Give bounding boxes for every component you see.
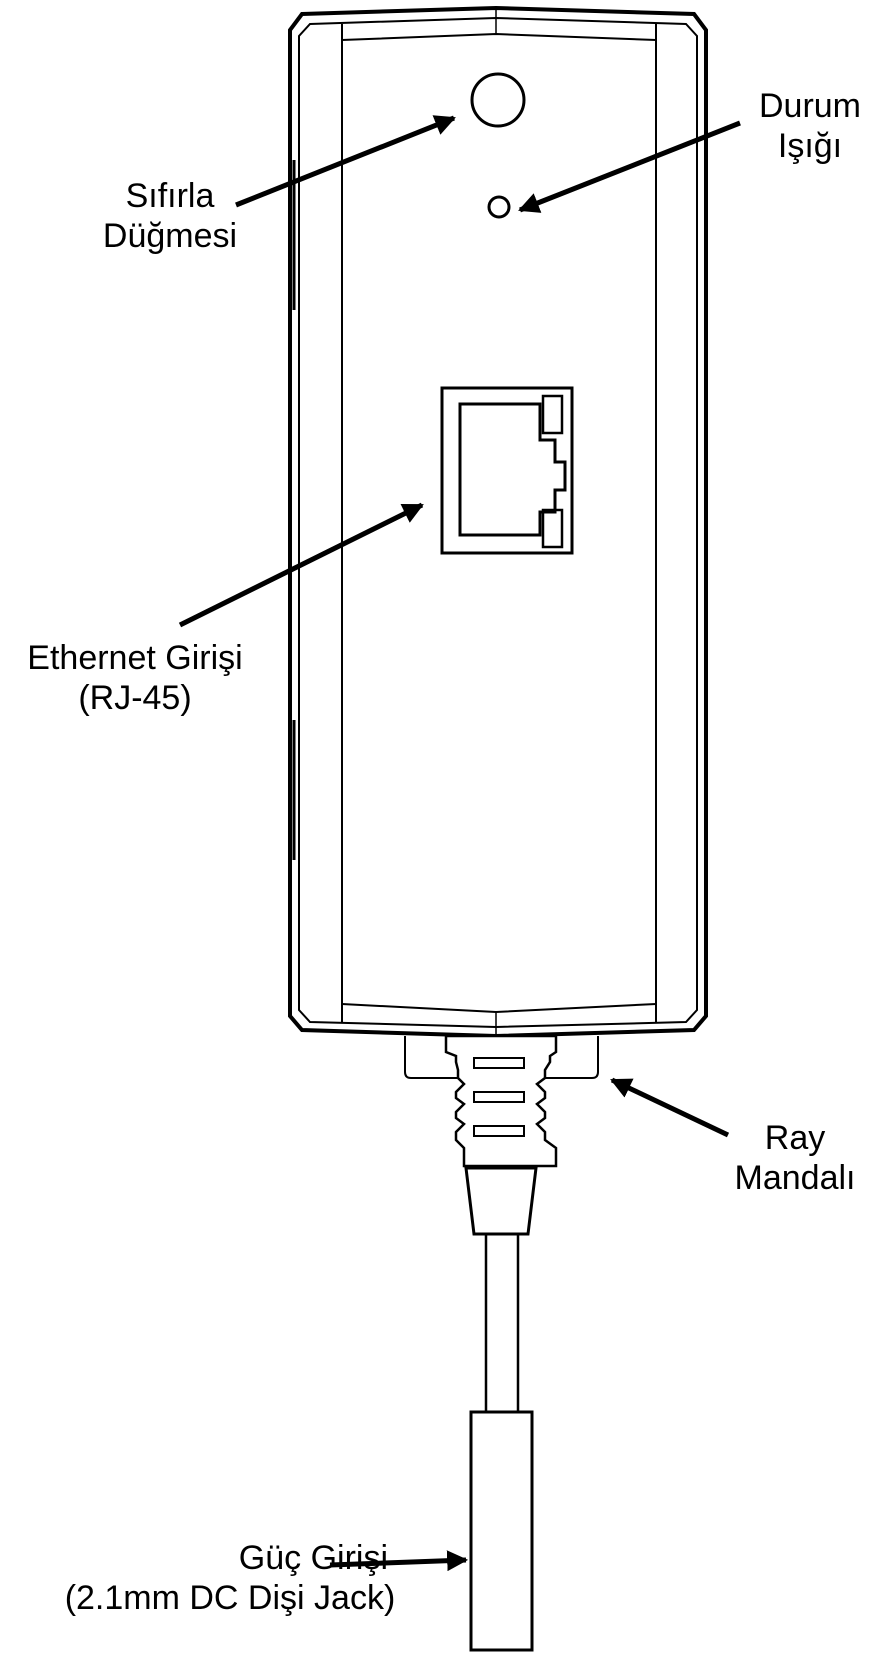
power-input-label-line1: Güç Girişi xyxy=(238,1539,388,1577)
status-light-label-line2: Işığı xyxy=(777,127,843,165)
latch-arrow xyxy=(610,1077,730,1138)
dc-power-jack xyxy=(469,1410,534,1652)
power-arrow xyxy=(329,1550,469,1572)
ethernet-input-label-line2: (RJ-45) xyxy=(78,679,192,717)
status-arrow xyxy=(518,120,741,213)
device-body xyxy=(288,5,708,1039)
cable xyxy=(484,1234,520,1412)
power-input-label: Güç Girişi (2.1mm DC Dişi Jack) xyxy=(40,1538,420,1618)
reset-button-label-line1: Sıfırla xyxy=(125,177,215,215)
power-input-label-line2: (2.1mm DC Dişi Jack) xyxy=(64,1579,396,1617)
status-light xyxy=(487,195,511,219)
reset-button xyxy=(470,72,526,128)
ethernet-input-label-line1: Ethernet Girişi xyxy=(27,639,243,677)
reset-arrow xyxy=(235,115,456,208)
ethernet-port xyxy=(440,386,574,555)
cable-connector xyxy=(444,1034,558,1236)
ethernet-input-label: Ethernet Girişi (RJ-45) xyxy=(5,638,265,718)
status-light-label-line1: Durum xyxy=(758,87,862,125)
rail-latch-label: Ray Mandalı xyxy=(715,1118,875,1198)
status-light-label: Durum Işığı xyxy=(740,86,880,166)
reset-button-label: Sıfırla Düğmesi xyxy=(80,176,260,256)
ethernet-arrow xyxy=(178,502,424,628)
reset-button-label-line2: Düğmesi xyxy=(102,217,238,255)
rail-latch-label-line1: Ray xyxy=(764,1119,826,1157)
rail-latch-label-line2: Mandalı xyxy=(734,1159,856,1197)
